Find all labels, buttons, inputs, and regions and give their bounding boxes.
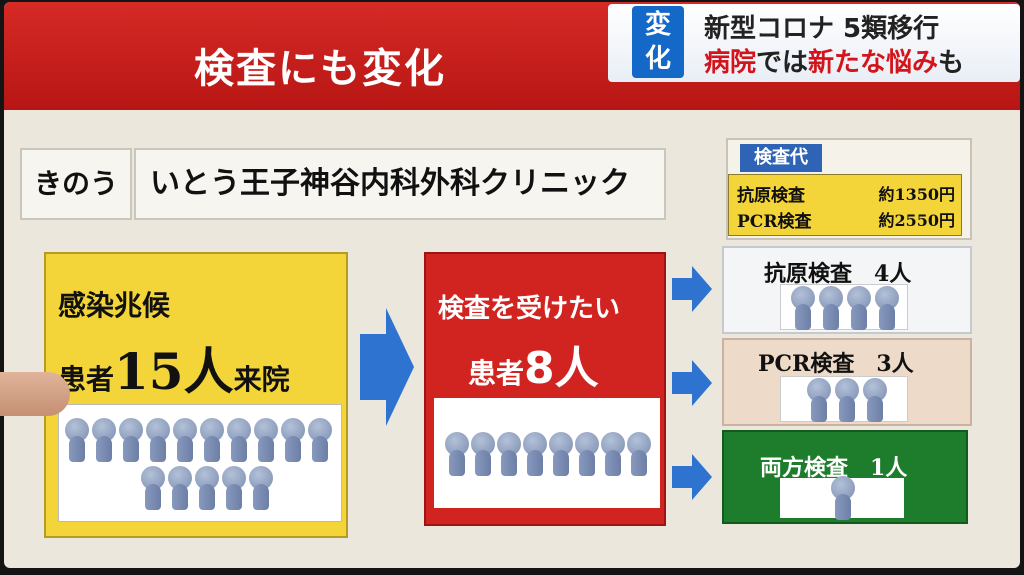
news-tag-line1: 新型コロナ 5類移行 xyxy=(704,14,940,44)
person-icon xyxy=(862,378,888,422)
person-icon xyxy=(194,466,220,510)
cost-table: 抗原検査 約1350円 PCR検査 約2550円 xyxy=(728,174,962,236)
person-icon xyxy=(626,432,652,476)
person-icon xyxy=(64,418,90,462)
person-icon xyxy=(444,432,470,476)
cost-row-antigen: 抗原検査 約1350円 xyxy=(737,181,955,207)
person-icon xyxy=(834,378,860,422)
symptom-heading: 感染兆候 xyxy=(58,289,171,322)
tag-word-mo: も xyxy=(938,48,965,78)
person-icon xyxy=(167,466,193,510)
tv-screen: 検査にも変化 変化 新型コロナ 5類移行 病院では新たな悩みも きのう いとう王… xyxy=(4,2,1020,568)
person-icon xyxy=(548,432,574,476)
person-icon xyxy=(818,286,844,330)
person-icon xyxy=(145,418,171,462)
person-icon xyxy=(846,286,872,330)
want-test-count-line: 患者8人 xyxy=(468,332,599,396)
person-icon xyxy=(830,476,856,520)
arrow-right-icon xyxy=(672,454,712,500)
person-icon xyxy=(470,432,496,476)
tag-word-de-wa: では xyxy=(756,48,809,78)
cost-price: 約2550円 xyxy=(878,211,955,230)
person-icon xyxy=(140,466,166,510)
person-icon xyxy=(199,418,225,462)
person-icon xyxy=(226,418,252,462)
person-icon xyxy=(253,418,279,462)
symptom-count: 15人 xyxy=(114,342,234,401)
person-icon xyxy=(522,432,548,476)
cost-title: 検査代 xyxy=(740,144,822,172)
news-tag-badge: 変化 xyxy=(632,6,684,78)
tag-word-new-worry: 新たな悩み xyxy=(808,48,939,78)
want-test-heading: 検査を受けたい xyxy=(438,294,621,324)
arrow-right-icon xyxy=(360,308,414,426)
person-icon xyxy=(496,432,522,476)
person-icon xyxy=(118,418,144,462)
person-icon xyxy=(172,418,198,462)
cost-row-pcr: PCR検査 約2550円 xyxy=(737,207,955,233)
finger xyxy=(0,372,70,416)
visit-word: 来院 xyxy=(233,363,290,396)
page-title: 検査にも変化 xyxy=(194,46,446,92)
person-icon xyxy=(574,432,600,476)
both-test-label: 両方検査 1人 xyxy=(760,455,908,481)
person-icon xyxy=(790,286,816,330)
symptom-count-line: 患者15人来院 xyxy=(58,332,290,404)
cost-price: 約1350円 xyxy=(878,185,955,204)
person-icon xyxy=(221,466,247,510)
badge-text: 変化 xyxy=(645,10,672,74)
clinic-name: いとう王子神谷内科外科クリニック xyxy=(134,148,666,220)
cost-name: PCR検査 xyxy=(737,212,812,232)
person-icon xyxy=(248,466,274,510)
person-icon xyxy=(91,418,117,462)
arrow-right-icon xyxy=(672,266,712,312)
arrow-right-icon xyxy=(672,360,712,406)
date-label: きのう xyxy=(20,148,132,220)
person-icon xyxy=(307,418,333,462)
pcr-test-label: PCR検査 3人 xyxy=(758,351,914,377)
want-test-people-panel xyxy=(434,398,660,508)
cost-name: 抗原検査 xyxy=(737,186,805,206)
person-icon xyxy=(874,286,900,330)
person-icon xyxy=(600,432,626,476)
tag-word-hospital: 病院 xyxy=(704,48,757,78)
want-test-count: 8人 xyxy=(524,343,599,394)
person-icon xyxy=(280,418,306,462)
person-icon xyxy=(806,378,832,422)
antigen-test-label: 抗原検査 4人 xyxy=(764,261,912,287)
patients-word: 患者 xyxy=(468,357,525,390)
news-tag-line2: 病院では新たな悩みも xyxy=(704,42,964,79)
